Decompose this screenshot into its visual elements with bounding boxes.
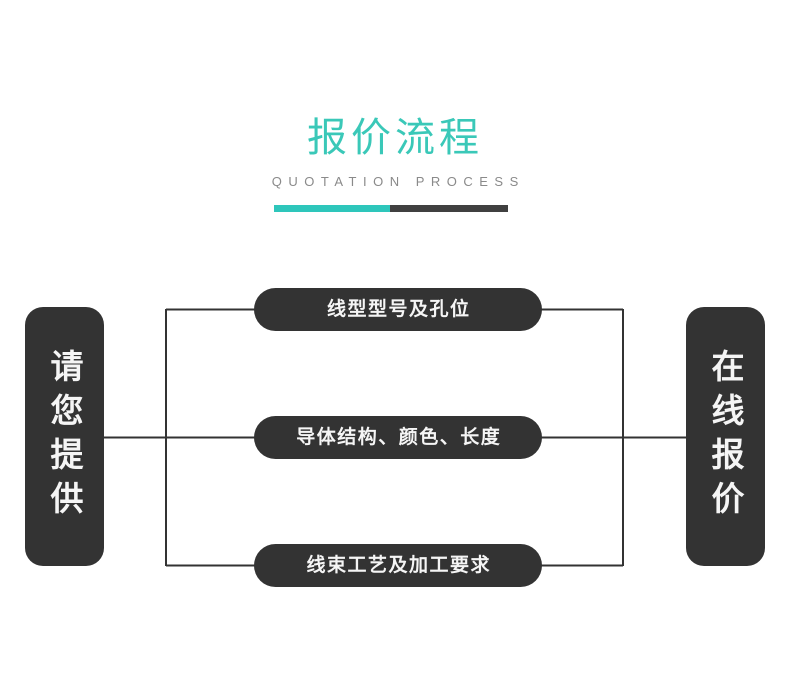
step-pill-2-label: 导体结构、颜色、长度 [296, 427, 502, 448]
end-block: 在线报价 [686, 307, 765, 566]
start-block-label: 请您提供 [46, 348, 83, 525]
header: 报价流程 QUOTATION PROCESS [0, 114, 790, 212]
page-subtitle: QUOTATION PROCESS [271, 174, 525, 189]
start-block: 请您提供 [25, 307, 104, 566]
page-title: 报价流程 [307, 116, 483, 160]
end-block-label: 在线报价 [707, 348, 744, 525]
step-pill-1: 线型型号及孔位 [254, 288, 542, 331]
step-pill-3-label: 线束工艺及加工要求 [306, 555, 491, 576]
underline-dark-segment [390, 205, 508, 212]
step-pill-3: 线束工艺及加工要求 [254, 544, 542, 587]
underline-accent-segment [274, 205, 390, 212]
step-pill-1-label: 线型型号及孔位 [326, 299, 471, 320]
title-underline [274, 205, 508, 212]
step-pill-2: 导体结构、颜色、长度 [254, 416, 542, 459]
